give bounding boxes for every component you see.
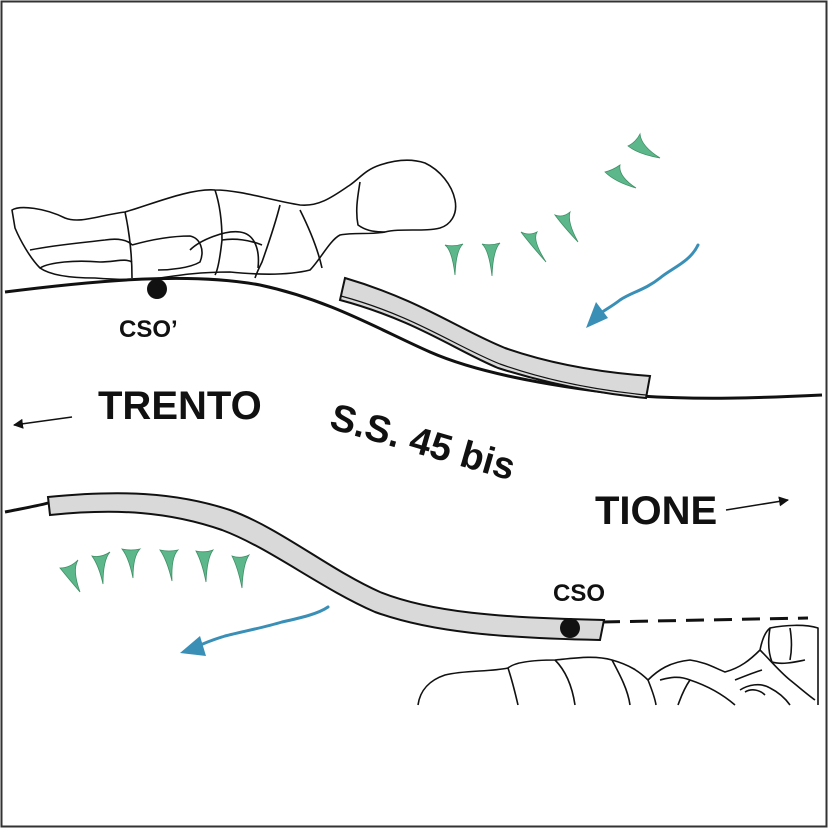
grass-tuft-icon bbox=[59, 559, 81, 593]
grass-tuft-icon bbox=[520, 231, 547, 263]
cso-prime-label: CSO’ bbox=[119, 316, 178, 343]
grass-tuft-icon bbox=[121, 548, 142, 579]
upper-barrier bbox=[338, 276, 652, 400]
cso-prime-point bbox=[147, 279, 167, 299]
vegetation-lower bbox=[59, 548, 251, 593]
cso-point bbox=[560, 618, 580, 638]
trento-label: TRENTO bbox=[98, 384, 262, 428]
arrow-left-icon bbox=[13, 416, 73, 429]
flow-arrow-icon bbox=[586, 243, 700, 328]
grass-tuft-icon bbox=[604, 164, 637, 189]
grass-tuft-icon bbox=[91, 551, 111, 585]
vegetation-upper bbox=[444, 132, 661, 277]
grass-tuft-icon bbox=[231, 553, 251, 589]
arrow-right-icon bbox=[725, 496, 789, 511]
grass-tuft-icon bbox=[195, 549, 215, 583]
upper-rock-mass bbox=[11, 159, 457, 281]
grass-tuft-icon bbox=[481, 242, 501, 277]
road-edge-dashed bbox=[601, 616, 809, 624]
grass-tuft-icon bbox=[159, 549, 180, 582]
lower-barrier bbox=[46, 492, 606, 642]
road-edge-lower bbox=[4, 500, 53, 514]
lower-rock-mass bbox=[417, 624, 819, 706]
tione-label: TIONE bbox=[595, 489, 717, 533]
grass-tuft-icon bbox=[444, 243, 464, 276]
grass-tuft-icon bbox=[553, 210, 579, 243]
grass-tuft-icon bbox=[627, 132, 661, 159]
cso-label: CSO bbox=[553, 580, 605, 607]
flow-arrow-icon bbox=[180, 605, 330, 656]
road-label: S.S. 45 bis bbox=[326, 396, 520, 489]
road-edge-upper bbox=[4, 276, 823, 400]
